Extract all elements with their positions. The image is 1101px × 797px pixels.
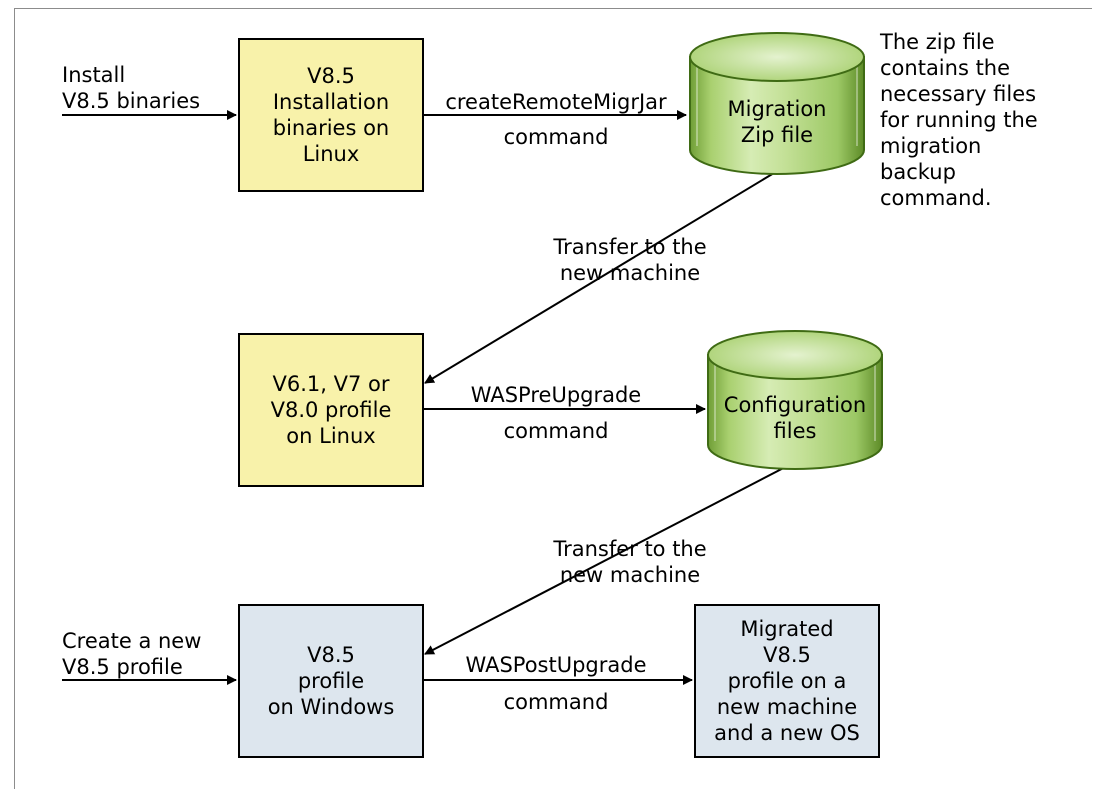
post-upgrade-command-suffix: command: [503, 690, 609, 714]
v85-windows-label: V8.5 profile on Windows: [267, 643, 395, 719]
migration-zip-label: Migration Zip file: [727, 97, 827, 147]
create-jar-command: createRemoteMigrJar: [445, 90, 667, 114]
create-profile-label: Create a new V8.5 profile: [62, 629, 202, 679]
arrow-config-to-windows: [424, 460, 798, 655]
install-binaries-label: Install V8.5 binaries: [62, 63, 201, 113]
diagram-frame: [14, 8, 1092, 789]
migrated-profile-box: Migrated V8.5 profile on a new machine a…: [694, 604, 880, 758]
transfer-label-2: Transfer to the new machine: [553, 537, 707, 587]
arrow-zip-to-old-profile: [424, 169, 780, 384]
v85-windows-box: V8.5 profile on Windows: [238, 604, 424, 758]
pre-upgrade-command-suffix: command: [503, 419, 609, 443]
post-upgrade-command: WASPostUpgrade: [465, 653, 647, 677]
migrated-profile-label: Migrated V8.5 profile on a new machine a…: [714, 617, 860, 745]
old-profile-box: V6.1, V7 or V8.0 profile on Linux: [238, 333, 424, 487]
v85-binaries-box: V8.5 Installation binaries on Linux: [238, 38, 424, 192]
configuration-files-label: Configuration files: [723, 393, 867, 443]
migration-zip-cylinder: [689, 32, 865, 175]
pre-upgrade-command: WASPreUpgrade: [470, 383, 642, 407]
create-jar-command-suffix: command: [503, 125, 609, 149]
configuration-files-cylinder: [707, 330, 883, 470]
old-profile-label: V6.1, V7 or V8.0 profile on Linux: [270, 372, 392, 448]
zip-note: The zip file contains the necessary file…: [880, 30, 1038, 210]
transfer-label-1: Transfer to the new machine: [553, 235, 707, 285]
v85-binaries-label: V8.5 Installation binaries on Linux: [272, 64, 390, 166]
